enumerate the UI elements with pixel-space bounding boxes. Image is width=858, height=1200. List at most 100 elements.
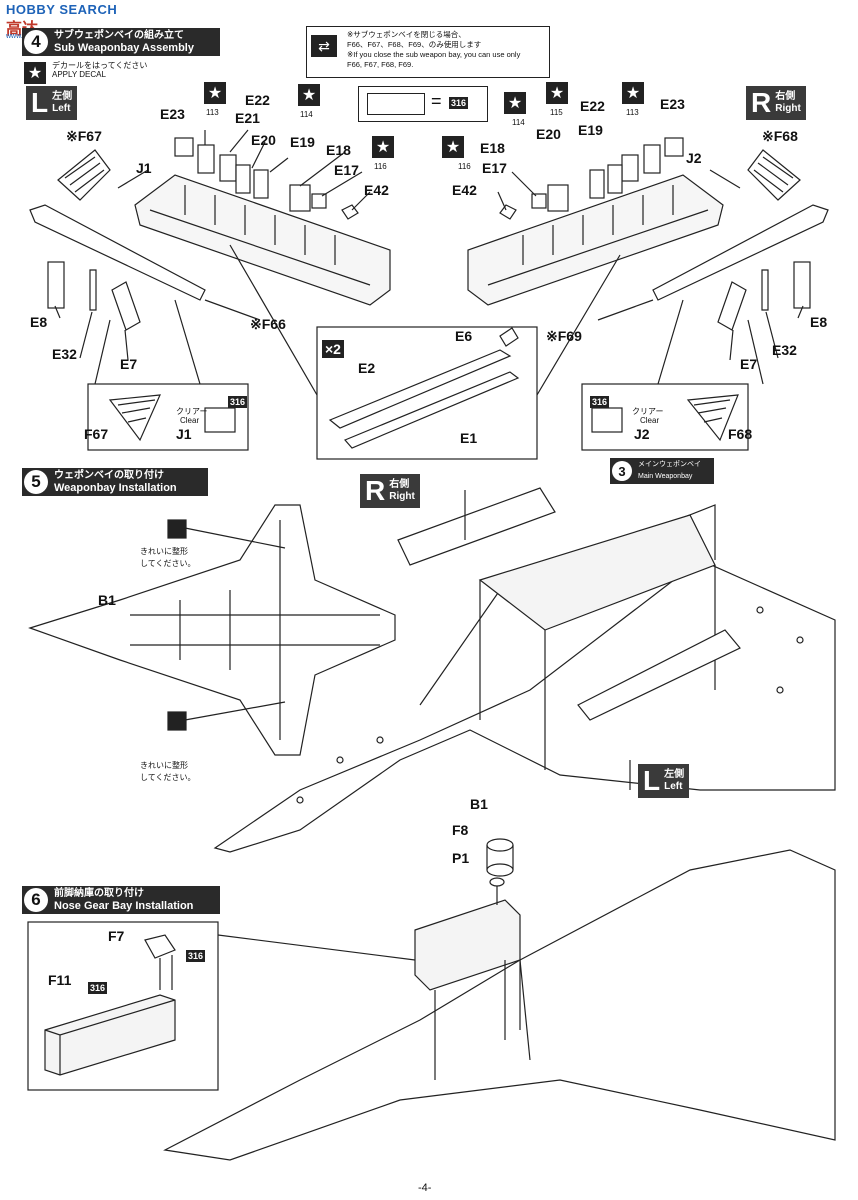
left-jp: 左側 <box>52 91 73 102</box>
part-label-f7: F7 <box>108 928 125 944</box>
part-label-p1: P1 <box>452 850 470 866</box>
part-label-e19-left: E19 <box>290 134 315 150</box>
step6-header: 6 前脚納庫の取り付け Nose Gear Bay Installation <box>22 886 220 914</box>
right-jp: 右側 <box>775 91 796 102</box>
part-label-j2: J2 <box>686 150 702 166</box>
part-label-e21-left: E21 <box>235 110 260 126</box>
decal-blank-icon <box>367 93 425 115</box>
decal-f7: 316 <box>186 950 206 962</box>
note-jp-1: ※サブウェポンベイを閉じる場合、 <box>347 30 466 39</box>
clean-note-bottom-2: してください。 <box>140 773 196 782</box>
decal-number: 116 <box>458 162 471 171</box>
apply-decal-en: APPLY DECAL <box>52 70 106 79</box>
inset-clear-jp-left: クリアー <box>176 407 208 416</box>
decal-number: 115 <box>550 108 563 117</box>
clean-note-top-2: してください。 <box>140 559 196 568</box>
step5-left-letter: L <box>643 765 661 796</box>
inset-decal-left: 316 <box>228 396 248 408</box>
inset-clear-en-left: Clear <box>180 416 200 425</box>
right-en: Right <box>775 103 801 114</box>
decal-star-icon: ★ <box>622 82 644 104</box>
part-label-e42-right: E42 <box>452 182 477 198</box>
note-en-2: F66, F67, F68, F69. <box>347 60 414 69</box>
inset-clear-jp-right: クリアー <box>632 407 664 416</box>
decal-star-icon: ★ <box>504 92 526 114</box>
part-label-e17-right: E17 <box>482 160 507 176</box>
decal-star-icon: ★ <box>372 136 394 158</box>
step5-title-en: Weaponbay Installation <box>54 482 177 494</box>
step5-right-en: Right <box>389 491 415 502</box>
part-label-e20-right: E20 <box>536 126 561 142</box>
part-label-j1: J1 <box>136 160 152 176</box>
part-label-e20-left: E20 <box>251 132 276 148</box>
part-label-b1-top: B1 <box>98 592 116 608</box>
decal-number: 113 <box>626 108 639 117</box>
equals-decal-number: 316 <box>449 97 469 109</box>
step4-title-en: Sub Weaponbay Assembly <box>54 42 194 54</box>
inset-decal-right: 316 <box>590 396 610 408</box>
part-label-e22-left: E22 <box>245 92 270 108</box>
inset-clear-en-right: Clear <box>640 416 660 425</box>
closed-bay-note: ⇄ ※サブウェポンベイを閉じる場合、 F66、F67、F68、F69、のみ使用し… <box>306 26 550 78</box>
page-number: -4- <box>418 1182 432 1194</box>
part-label-f68: ※F68 <box>762 128 798 144</box>
step4-header: 4 サブウェポンベイの組み立て Sub Weaponbay Assembly <box>22 28 220 56</box>
step6-title-jp: 前脚納庫の取り付け <box>54 888 144 899</box>
decal-number: 114 <box>300 110 313 119</box>
part-label-f66: ※F66 <box>250 316 286 332</box>
watermark-brand: HOBBY SEARCH <box>6 2 118 17</box>
part-label-f69: ※F69 <box>546 328 582 344</box>
main-ref-en: Main Weaponbay <box>638 473 693 480</box>
part-label-e23-left: E23 <box>160 106 185 122</box>
decal-star-icon: ★ <box>546 82 568 104</box>
decal-number: 116 <box>374 162 387 171</box>
part-label-e2: E2 <box>358 360 376 376</box>
part-label-e23-right: E23 <box>660 96 685 112</box>
equals-sign: = <box>431 91 442 111</box>
times-two-badge: ×2 <box>322 340 344 358</box>
part-label-e32-right: E32 <box>772 342 797 358</box>
part-label-f11: F11 <box>48 972 72 988</box>
part-label-e6: E6 <box>455 328 473 344</box>
clean-note-bottom-1: きれいに整形 <box>140 761 188 770</box>
part-label-e7-right: E7 <box>740 356 758 372</box>
part-label-e1: E1 <box>460 430 478 446</box>
apply-decal-jp: デカールをはってください <box>52 61 148 70</box>
inset-label-f68: F68 <box>728 426 753 442</box>
part-label-e22-right: E22 <box>580 98 605 114</box>
left-en: Left <box>52 103 71 114</box>
decal-equation: = 316 <box>358 86 488 122</box>
step4-number: 4 <box>24 30 48 54</box>
clean-note-top-1: きれいに整形 <box>140 547 188 556</box>
note-en-1: ※If you close the sub weapon bay, you ca… <box>347 50 521 59</box>
step6-number: 6 <box>24 888 48 912</box>
note-jp-2: F66、F67、F68、F69、のみ使用します <box>347 40 482 49</box>
inset-label-j1: J1 <box>176 426 192 442</box>
part-label-e17-left: E17 <box>334 162 359 178</box>
part-label-e7-left: E7 <box>120 356 138 372</box>
step5-header: 5 ウェポンベイの取り付け Weaponbay Installation <box>22 468 208 496</box>
step6-title-en: Nose Gear Bay Installation <box>54 900 194 912</box>
inset-label-j2: J2 <box>634 426 650 442</box>
decal-star-icon: ★ <box>204 82 226 104</box>
step5-right-letter: R <box>365 475 386 506</box>
part-label-e42-left: E42 <box>364 182 389 198</box>
step4-title-jp: サブウェポンベイの組み立て <box>54 30 184 41</box>
main-ref-jp: メインウェポンベイ <box>638 461 701 468</box>
part-label-b1-lower: B1 <box>470 796 488 812</box>
part-label-f8: F8 <box>452 822 469 838</box>
part-label-e32-left: E32 <box>52 346 77 362</box>
step5-left-jp: 左側 <box>664 769 685 780</box>
decal-number: 114 <box>512 118 525 127</box>
decal-star-icon: ★ <box>298 84 320 106</box>
decal-star-icon: ★ <box>24 62 46 84</box>
decal-star-icon: ★ <box>442 136 464 158</box>
main-ref-number: 3 <box>612 461 632 481</box>
decal-f11: 316 <box>88 982 108 994</box>
left-letter: L <box>31 87 49 118</box>
inset-label-f67: F67 <box>84 426 109 442</box>
step5-right-jp: 右側 <box>389 479 410 490</box>
